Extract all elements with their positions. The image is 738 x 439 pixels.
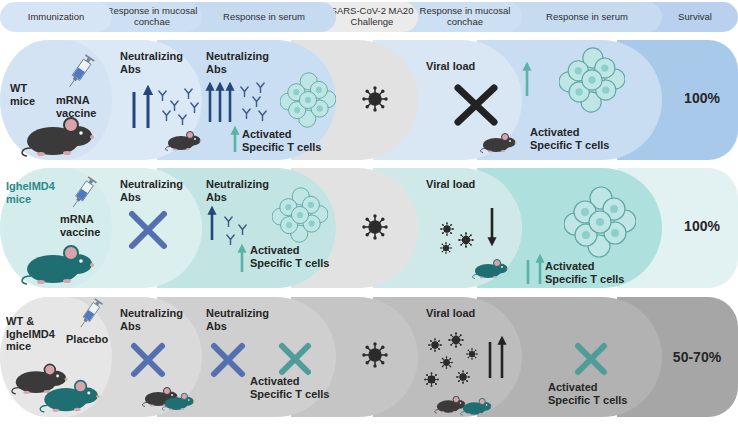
response-label: Viral load	[426, 307, 496, 320]
column-header-text: SARS-CoV-2 MA20 Challenge	[330, 2, 414, 32]
column-header: Response in serum	[502, 2, 662, 32]
group-label: WT mice	[10, 82, 46, 107]
group-band: IghelMD4 mice mRNA vaccine Neutralizing Ab…	[0, 168, 738, 288]
group-band: WT mice mRNA vaccine Neutralizing Abs Neutr…	[0, 40, 738, 160]
column-header-text: Response in serum	[196, 2, 332, 32]
response-label: Viral load	[426, 178, 496, 191]
response-label: Activated Specific T cells	[545, 260, 633, 285]
response-segment: Neutralizing Abs	[67, 297, 202, 417]
response-label: Activated Specific T cells	[250, 244, 338, 269]
response-label: Neutralizing Abs	[206, 178, 280, 203]
column-header: Immunization	[0, 2, 112, 32]
response-label: Viral load	[426, 60, 496, 73]
response-label: Neutralizing Abs	[120, 50, 194, 75]
response-label: Activated Specific T cells	[242, 128, 330, 153]
column-header: Response in serum	[182, 2, 336, 32]
response-label: Neutralizing Abs	[206, 307, 280, 332]
group-label: WT & IghelMD4 mice	[6, 315, 64, 353]
column-header-text: Response in serum	[516, 2, 658, 32]
response-label: Neutralizing Abs	[120, 307, 194, 332]
column-header-text: Response in mucosal conchae	[412, 2, 518, 32]
response-label: Activated Specific T cells	[530, 126, 618, 151]
group-label: mRNA vaccine	[56, 94, 102, 119]
group-label: Placebo	[66, 333, 116, 346]
response-label: Neutralizing Abs	[206, 50, 280, 75]
response-label: Activated Specific T cells	[250, 375, 338, 400]
survival-value: 100%	[672, 90, 732, 106]
group-label: mRNA vaccine	[60, 213, 106, 238]
response-label: Activated Specific T cells	[548, 381, 636, 406]
column-header-text: Survival	[656, 2, 734, 32]
response-label: Neutralizing Abs	[120, 178, 194, 203]
response-segment: Viral load	[373, 40, 522, 160]
survival-value: 100%	[672, 218, 732, 234]
column-header-text: Response in mucosal conchae	[106, 2, 198, 32]
response-segment: Viral load	[373, 168, 522, 288]
column-header-text: Immunization	[4, 2, 108, 32]
survival-value: 50-70%	[662, 349, 732, 365]
group-band: WT & IghelMD4 micePlacebo Neutralizing Ab…	[0, 297, 738, 417]
response-segment: Viral load	[373, 297, 522, 417]
mouse-icon	[12, 364, 68, 393]
group-label: IghelMD4 mice	[6, 180, 64, 205]
